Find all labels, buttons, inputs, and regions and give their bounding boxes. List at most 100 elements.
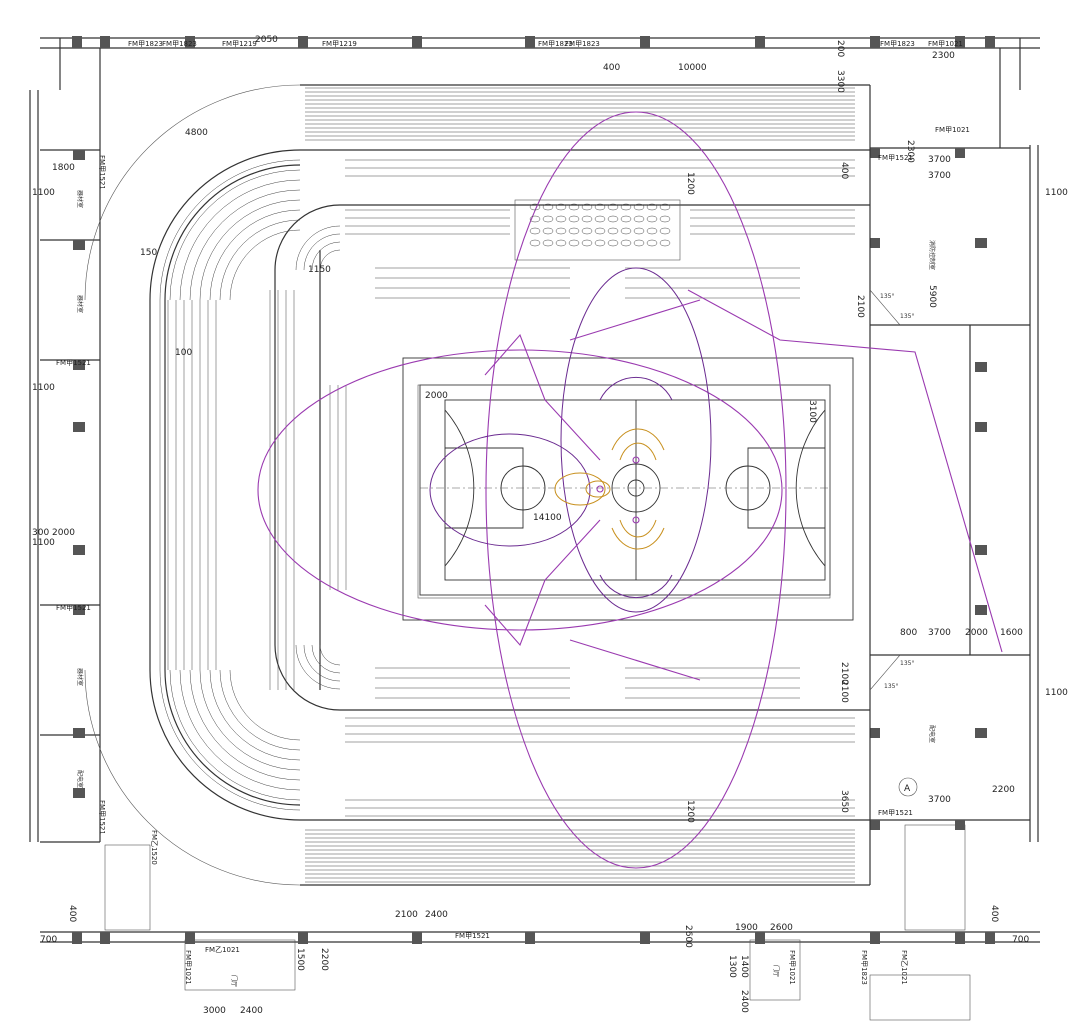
press-seat <box>607 239 619 247</box>
dimension-labels: 2050 10000 400 3300 2300 200 2300 3700 1… <box>32 35 1068 1016</box>
dimension-label: 400 <box>603 63 620 73</box>
column <box>73 545 85 555</box>
door-label: FM乙1021 <box>205 946 240 954</box>
column <box>73 240 85 250</box>
dimension-label: 2050 <box>255 35 278 45</box>
column <box>73 788 85 798</box>
column <box>985 36 995 48</box>
column <box>870 36 880 48</box>
column <box>870 148 880 158</box>
dimension-label: 3100 <box>807 400 817 423</box>
seat-arc <box>303 233 341 271</box>
press-seat <box>659 215 671 223</box>
column <box>100 932 110 944</box>
dimension-label: 3700 <box>928 155 951 165</box>
column <box>975 728 987 738</box>
press-seat <box>659 227 671 235</box>
room-labels: 器材室 器材室 器材室 配电室 消防控制室 配电室 门厅 门厅 <box>76 190 936 987</box>
column <box>412 932 422 944</box>
door-label: FM甲1823 <box>162 40 197 48</box>
dimension-label: 2300 <box>905 140 915 163</box>
press-seat <box>607 227 619 235</box>
press-seat <box>659 203 671 211</box>
press-seat <box>607 203 619 211</box>
press-seat <box>646 227 658 235</box>
seat-arc <box>295 644 341 690</box>
column <box>975 605 987 615</box>
seat-arc <box>159 159 301 301</box>
press-seat <box>646 203 658 211</box>
dimension-label: 2100 <box>839 662 849 685</box>
press-seat <box>581 215 593 223</box>
column <box>955 36 965 48</box>
door-label: FM甲1521 <box>878 154 913 162</box>
angle-label: 135° <box>880 293 894 300</box>
dimension-label: 1100 <box>32 538 55 548</box>
door-label: FM乙1021 <box>900 950 908 985</box>
door-labels: FM甲1823 FM甲1823 FM甲1219 FM甲1219 FM甲1823 … <box>56 40 970 985</box>
dimension-label: 2200 <box>319 948 329 971</box>
column <box>985 932 995 944</box>
dimension-label: 4800 <box>185 128 208 138</box>
seat-arc <box>303 644 341 682</box>
press-seat <box>568 203 580 211</box>
press-seat <box>594 239 606 247</box>
door-label: FM甲1521 <box>98 800 106 835</box>
column <box>870 932 880 944</box>
column <box>72 36 82 48</box>
press-seat <box>646 239 658 247</box>
press-seat <box>568 227 580 235</box>
press-seat <box>529 215 541 223</box>
door-label: FM甲1823 <box>860 950 868 985</box>
column <box>640 36 650 48</box>
seat-arc <box>179 669 301 791</box>
press-seat <box>542 215 554 223</box>
door-label: FM甲1823 <box>128 40 163 48</box>
axis-marker-label: A <box>904 784 911 794</box>
column <box>72 932 82 944</box>
dimension-label: 150 <box>140 248 157 258</box>
seat-arc <box>219 219 301 301</box>
dimension-label: 3700 <box>928 628 951 638</box>
room-label: 器材室 <box>76 190 84 208</box>
seat-arc <box>295 225 341 271</box>
press-box <box>514 199 681 261</box>
seat-arc <box>159 669 301 811</box>
angle-labels: 135° 135° 135° 135° <box>869 289 914 691</box>
press-seat <box>594 227 606 235</box>
column <box>525 36 535 48</box>
dimension-label: 1100 <box>1045 688 1068 698</box>
outer-walls <box>29 37 1040 1021</box>
press-seat <box>620 227 632 235</box>
press-seat <box>581 203 593 211</box>
dimension-label: 10000 <box>678 63 707 73</box>
column <box>73 728 85 738</box>
dimension-label: 1200 <box>685 800 695 823</box>
press-seat <box>568 239 580 247</box>
dimension-label: 1100 <box>1045 188 1068 198</box>
door-label: FM甲1521 <box>56 359 91 367</box>
seat-arc <box>311 644 341 674</box>
dimension-label: 300 2000 <box>32 528 75 538</box>
dimension-label: 2400 <box>425 910 448 920</box>
axis-marker: A <box>898 777 918 797</box>
column <box>870 728 880 738</box>
press-seat <box>529 227 541 235</box>
press-seat <box>581 239 593 247</box>
seat-arc <box>229 229 301 301</box>
door-label: FM甲1021 <box>788 950 796 985</box>
dimension-label: 1400 <box>739 955 749 978</box>
seat-arc <box>209 669 301 761</box>
seat-arc <box>319 644 341 666</box>
press-seat <box>555 203 567 211</box>
press-seat <box>555 215 567 223</box>
press-seat <box>594 203 606 211</box>
seat-arc <box>169 169 301 301</box>
column <box>73 360 85 370</box>
dimension-label: 1150 <box>308 265 331 275</box>
column <box>298 36 308 48</box>
press-seat <box>620 203 632 211</box>
isolux-curves <box>257 111 1003 869</box>
seat-arc <box>209 209 301 301</box>
